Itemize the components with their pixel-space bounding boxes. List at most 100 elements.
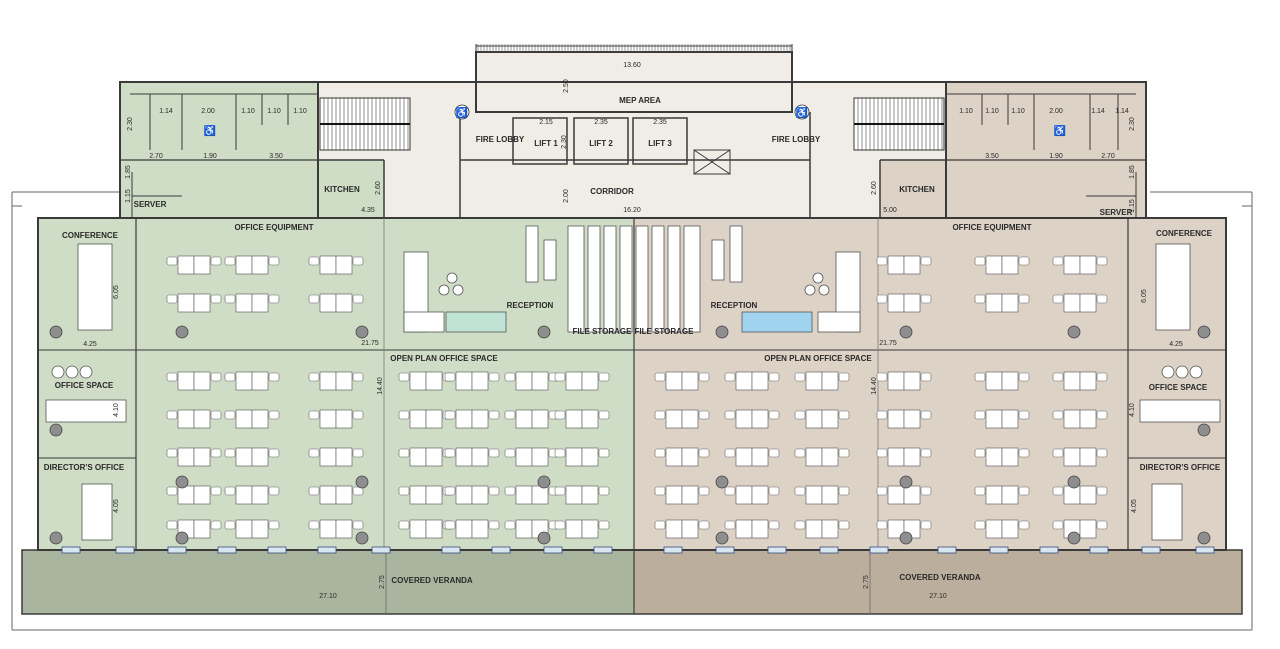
chair bbox=[654, 448, 666, 458]
chair bbox=[1096, 486, 1108, 496]
chair bbox=[794, 486, 806, 496]
chair bbox=[224, 486, 236, 496]
mep-hatch bbox=[477, 44, 791, 52]
desk bbox=[425, 519, 443, 539]
chair bbox=[1052, 486, 1064, 496]
dim-wc-f1-right: 1.14 bbox=[1091, 108, 1105, 115]
structural-columns bbox=[49, 325, 1211, 545]
desk bbox=[1001, 293, 1019, 313]
window bbox=[317, 546, 337, 554]
desk bbox=[581, 519, 599, 539]
desk bbox=[985, 255, 1003, 275]
desk bbox=[805, 447, 823, 467]
desk bbox=[985, 293, 1003, 313]
chair bbox=[974, 486, 986, 496]
chair bbox=[268, 520, 280, 530]
lift-1-label: LIFT 1 bbox=[534, 139, 558, 148]
chair bbox=[224, 448, 236, 458]
desk bbox=[409, 485, 427, 505]
wheelchair-icon: ♿ bbox=[204, 124, 216, 137]
column bbox=[715, 475, 729, 489]
desk bbox=[235, 293, 253, 313]
chair bbox=[1018, 256, 1030, 266]
chair bbox=[1096, 520, 1108, 530]
desk bbox=[251, 409, 269, 429]
lift-2-label: LIFT 2 bbox=[589, 139, 613, 148]
chair bbox=[1018, 520, 1030, 530]
chair bbox=[838, 448, 850, 458]
desk bbox=[903, 255, 921, 275]
desk bbox=[515, 371, 533, 391]
chair bbox=[698, 520, 710, 530]
desk bbox=[235, 519, 253, 539]
chair bbox=[920, 372, 932, 382]
dim-director-height-left: 4.05 bbox=[113, 499, 120, 513]
chair bbox=[224, 410, 236, 420]
column bbox=[537, 325, 551, 339]
chair bbox=[974, 294, 986, 304]
chair bbox=[308, 486, 320, 496]
file-storage-shelves bbox=[525, 225, 743, 333]
dim-open-plan-height-right: 14.40 bbox=[871, 377, 878, 395]
desk bbox=[471, 519, 489, 539]
reception-right bbox=[741, 251, 861, 333]
dim-wc-g-left: 2.30 bbox=[127, 117, 134, 131]
desk bbox=[425, 485, 443, 505]
desk bbox=[1063, 409, 1081, 429]
desk bbox=[515, 519, 533, 539]
dim-open-plan-height-left: 14.40 bbox=[377, 377, 384, 395]
chair bbox=[224, 520, 236, 530]
chair bbox=[308, 410, 320, 420]
desk bbox=[903, 447, 921, 467]
desk bbox=[471, 371, 489, 391]
dim-wc-d-right: 2.00 bbox=[1049, 108, 1063, 115]
chair bbox=[268, 448, 280, 458]
chair bbox=[794, 372, 806, 382]
chair bbox=[224, 294, 236, 304]
chair bbox=[1018, 486, 1030, 496]
desk bbox=[319, 255, 337, 275]
svg-text:♿: ♿ bbox=[796, 106, 808, 119]
chair bbox=[224, 256, 236, 266]
dim-wc-b-left: 1.90 bbox=[203, 153, 217, 160]
desk bbox=[471, 447, 489, 467]
dim-lift2: 2.35 bbox=[594, 119, 608, 126]
window bbox=[217, 546, 237, 554]
desk bbox=[565, 519, 583, 539]
desk bbox=[985, 519, 1003, 539]
chair bbox=[598, 372, 610, 382]
desk bbox=[409, 447, 427, 467]
desk bbox=[409, 409, 427, 429]
office-equipment-right-label: OFFICE EQUIPMENT bbox=[952, 223, 1031, 232]
desk bbox=[193, 447, 211, 467]
desk bbox=[177, 255, 195, 275]
chair bbox=[698, 410, 710, 420]
desk bbox=[455, 485, 473, 505]
desk bbox=[887, 255, 905, 275]
chair bbox=[1052, 448, 1064, 458]
desk bbox=[193, 371, 211, 391]
chair bbox=[698, 486, 710, 496]
chair bbox=[724, 372, 736, 382]
desk bbox=[531, 371, 549, 391]
dim-veranda-left: 27.10 bbox=[319, 593, 337, 600]
desk bbox=[1079, 293, 1097, 313]
dim-wc-g-right: 2.30 bbox=[1129, 117, 1136, 131]
desk bbox=[985, 447, 1003, 467]
desk bbox=[805, 409, 823, 429]
desk bbox=[319, 485, 337, 505]
chair bbox=[504, 520, 516, 530]
desk bbox=[903, 485, 921, 505]
desk bbox=[319, 447, 337, 467]
stairs bbox=[319, 97, 945, 151]
chair bbox=[876, 410, 888, 420]
chair bbox=[1052, 520, 1064, 530]
chair bbox=[1018, 294, 1030, 304]
desk bbox=[681, 447, 699, 467]
dim-wc-d-left: 2.00 bbox=[201, 108, 215, 115]
desk bbox=[903, 293, 921, 313]
chair bbox=[210, 448, 222, 458]
room-labels: MEP AREA FIRE LOBBY FIRE LOBBY LIFT 1 LI… bbox=[44, 96, 1221, 585]
chair bbox=[794, 520, 806, 530]
